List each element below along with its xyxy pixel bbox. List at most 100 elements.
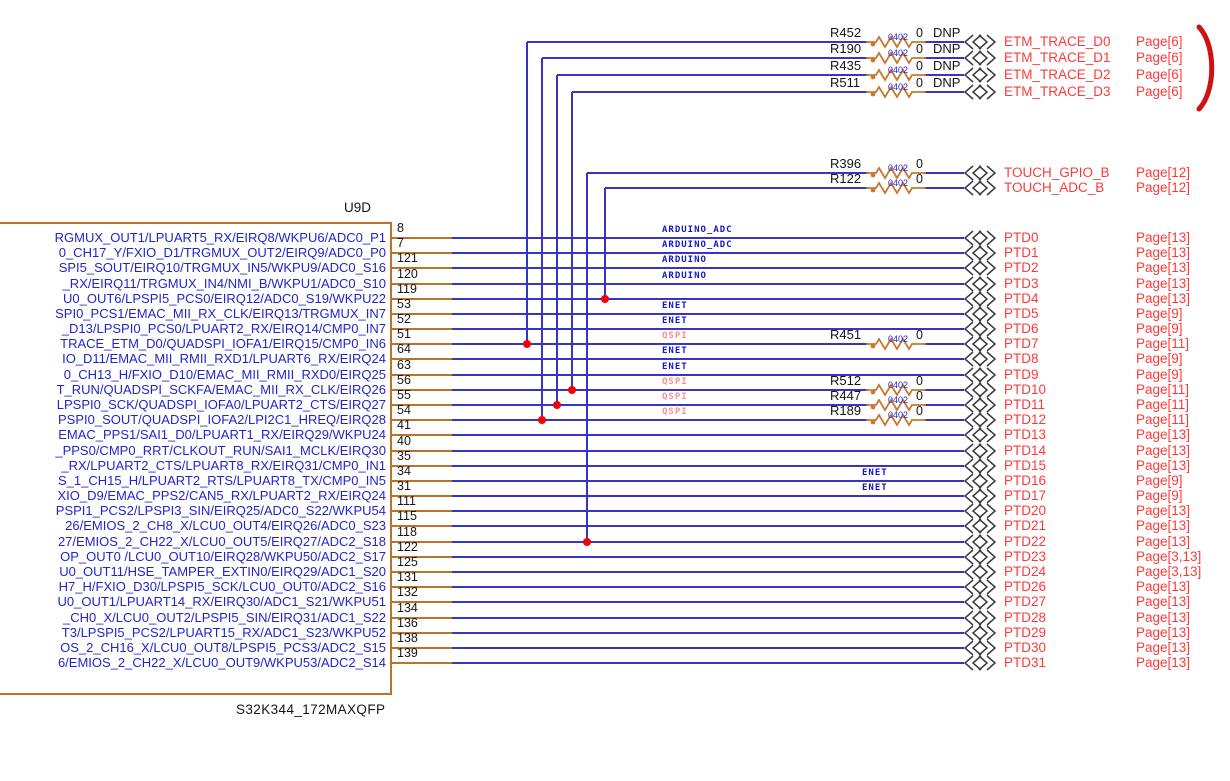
net-wire[interactable] xyxy=(452,358,964,360)
offsheet-connector-icon[interactable] xyxy=(962,367,998,383)
pin-stub[interactable] xyxy=(392,267,452,269)
offsheet-connector-icon[interactable] xyxy=(962,336,998,352)
net-wire[interactable] xyxy=(452,632,964,634)
resistor-icon[interactable] xyxy=(866,336,926,352)
offsheet-connector-icon[interactable] xyxy=(962,594,998,610)
ic-body[interactable] xyxy=(0,222,392,695)
offsheet-connector-icon[interactable] xyxy=(962,640,998,656)
net-label[interactable]: PTD28 xyxy=(1004,610,1047,625)
branch-wire[interactable] xyxy=(924,74,964,76)
resistor-ref[interactable]: R447 xyxy=(830,388,862,403)
offsheet-connector-icon[interactable] xyxy=(962,458,998,474)
net-wire[interactable] xyxy=(452,328,964,330)
resistor-icon[interactable] xyxy=(866,180,926,196)
offsheet-connector-icon[interactable] xyxy=(962,503,998,519)
net-label[interactable]: PTD8 xyxy=(1004,351,1039,366)
pin-stub[interactable] xyxy=(392,404,452,406)
net-wire[interactable] xyxy=(452,313,964,315)
resistor-icon[interactable] xyxy=(866,397,926,413)
pin-name[interactable]: 26/EMIOS_2_CH8_X/LCU0_OUT4/EIRQ26/ADC0_S… xyxy=(65,518,386,533)
pin-name[interactable]: _D13/LPSPI0_PCS0/LPUART2_RX/EIRQ14/CMP0_… xyxy=(61,321,386,336)
net-wire[interactable] xyxy=(452,419,868,421)
net-wire[interactable] xyxy=(452,510,964,512)
pin-name[interactable]: LPSPI0_SCK/QUADSPI_IOFA0/LPUART2_CTS/EIR… xyxy=(56,397,386,412)
net-wire[interactable] xyxy=(924,343,964,345)
offsheet-connector-icon[interactable] xyxy=(962,625,998,641)
resistor-icon[interactable] xyxy=(866,34,926,50)
offsheet-connector-icon[interactable] xyxy=(962,549,998,565)
pin-stub[interactable] xyxy=(392,313,452,315)
pin-stub[interactable] xyxy=(392,237,452,239)
offsheet-connector-icon[interactable] xyxy=(962,412,998,428)
pin-name[interactable]: RGMUX_OUT1/LPUART5_RX/EIRQ8/WKPU6/ADC0_P… xyxy=(54,230,386,245)
offsheet-connector-icon[interactable] xyxy=(962,321,998,337)
pin-name[interactable]: U0_OUT11/HSE_TAMPER_EXTIN0/EIRQ29/ADC1_S… xyxy=(59,564,386,579)
net-label[interactable]: PTD29 xyxy=(1004,625,1047,640)
net-wire[interactable] xyxy=(452,252,964,254)
pin-name[interactable]: _PPS0/CMP0_RRT/CLKOUT_RUN/SAI1_MCLK/EIRQ… xyxy=(55,443,386,458)
pin-stub[interactable] xyxy=(392,601,452,603)
net-label[interactable]: PTD12 xyxy=(1004,412,1047,427)
net-wire[interactable] xyxy=(452,343,868,345)
resistor-ref[interactable]: R512 xyxy=(830,373,862,388)
offsheet-connector-icon[interactable] xyxy=(962,382,998,398)
pin-name[interactable]: H7_H/FXIO_D30/LPSPI5_SCK/LCU0_OUT0/ADC2_… xyxy=(58,579,386,594)
net-label[interactable]: PTD10 xyxy=(1004,382,1047,397)
branch-wire[interactable] xyxy=(527,41,868,43)
branch-wire[interactable] xyxy=(605,187,868,189)
offsheet-connector-icon[interactable] xyxy=(962,655,998,671)
net-wire[interactable] xyxy=(452,541,964,543)
branch-vertical-wire[interactable] xyxy=(586,173,588,542)
offsheet-connector-icon[interactable] xyxy=(962,291,998,307)
pin-name[interactable]: _RX/LPUART2_CTS/LPUART8_RX/EIRQ31/CMP0_I… xyxy=(61,458,386,473)
net-label[interactable]: PTD22 xyxy=(1004,534,1047,549)
pin-stub[interactable] xyxy=(392,617,452,619)
net-label[interactable]: PTD23 xyxy=(1004,549,1047,564)
resistor-icon[interactable] xyxy=(866,165,926,181)
ic-designator[interactable]: U9D xyxy=(344,200,372,215)
pin-stub[interactable] xyxy=(392,374,452,376)
pin-stub[interactable] xyxy=(392,647,452,649)
offsheet-connector-icon[interactable] xyxy=(962,230,998,246)
pin-name[interactable]: IO_D11/EMAC_MII_RMII_RXD1/LPUART6_RX/EIR… xyxy=(62,351,386,366)
net-label[interactable]: PTD7 xyxy=(1004,336,1039,351)
offsheet-connector-icon[interactable] xyxy=(962,564,998,580)
pin-stub[interactable] xyxy=(392,662,452,664)
pin-stub[interactable] xyxy=(392,419,452,421)
pin-name[interactable]: EMAC_PPS1/SAI1_D0/LPUART1_RX/EIRQ29/WKPU… xyxy=(58,427,386,442)
net-wire[interactable] xyxy=(924,404,964,406)
pin-stub[interactable] xyxy=(392,586,452,588)
resistor-ref[interactable]: R451 xyxy=(830,327,862,342)
resistor-icon[interactable] xyxy=(866,84,926,100)
resistor-icon[interactable] xyxy=(866,67,926,83)
net-wire[interactable] xyxy=(452,237,964,239)
net-label[interactable]: TOUCH_ADC_B xyxy=(1004,180,1105,195)
offsheet-connector-icon[interactable] xyxy=(962,518,998,534)
pin-stub[interactable] xyxy=(392,571,452,573)
net-wire[interactable] xyxy=(452,374,964,376)
pin-stub[interactable] xyxy=(392,343,452,345)
resistor-ref[interactable]: R435 xyxy=(830,58,862,73)
resistor-icon[interactable] xyxy=(866,50,926,66)
offsheet-connector-icon[interactable] xyxy=(962,351,998,367)
branch-vertical-wire[interactable] xyxy=(526,42,528,344)
offsheet-connector-icon[interactable] xyxy=(962,245,998,261)
net-wire[interactable] xyxy=(452,465,964,467)
net-label[interactable]: PTD26 xyxy=(1004,579,1047,594)
net-wire[interactable] xyxy=(452,647,964,649)
pin-stub[interactable] xyxy=(392,358,452,360)
net-label[interactable]: PTD9 xyxy=(1004,367,1039,382)
net-label[interactable]: ETM_TRACE_D1 xyxy=(1004,50,1111,65)
resistor-ref[interactable]: R511 xyxy=(830,75,861,90)
pin-name[interactable]: SPI0_PCS1/EMAC_MII_RX_CLK/EIRQ13/TRGMUX_… xyxy=(55,306,386,321)
offsheet-connector-icon[interactable] xyxy=(962,473,998,489)
pin-stub[interactable] xyxy=(392,556,452,558)
pin-stub[interactable] xyxy=(392,495,452,497)
offsheet-connector-icon[interactable] xyxy=(962,427,998,443)
pin-stub[interactable] xyxy=(392,525,452,527)
net-wire[interactable] xyxy=(452,556,964,558)
branch-vertical-wire[interactable] xyxy=(604,188,606,299)
net-wire[interactable] xyxy=(452,586,964,588)
pin-stub[interactable] xyxy=(392,465,452,467)
branch-wire[interactable] xyxy=(542,57,868,59)
